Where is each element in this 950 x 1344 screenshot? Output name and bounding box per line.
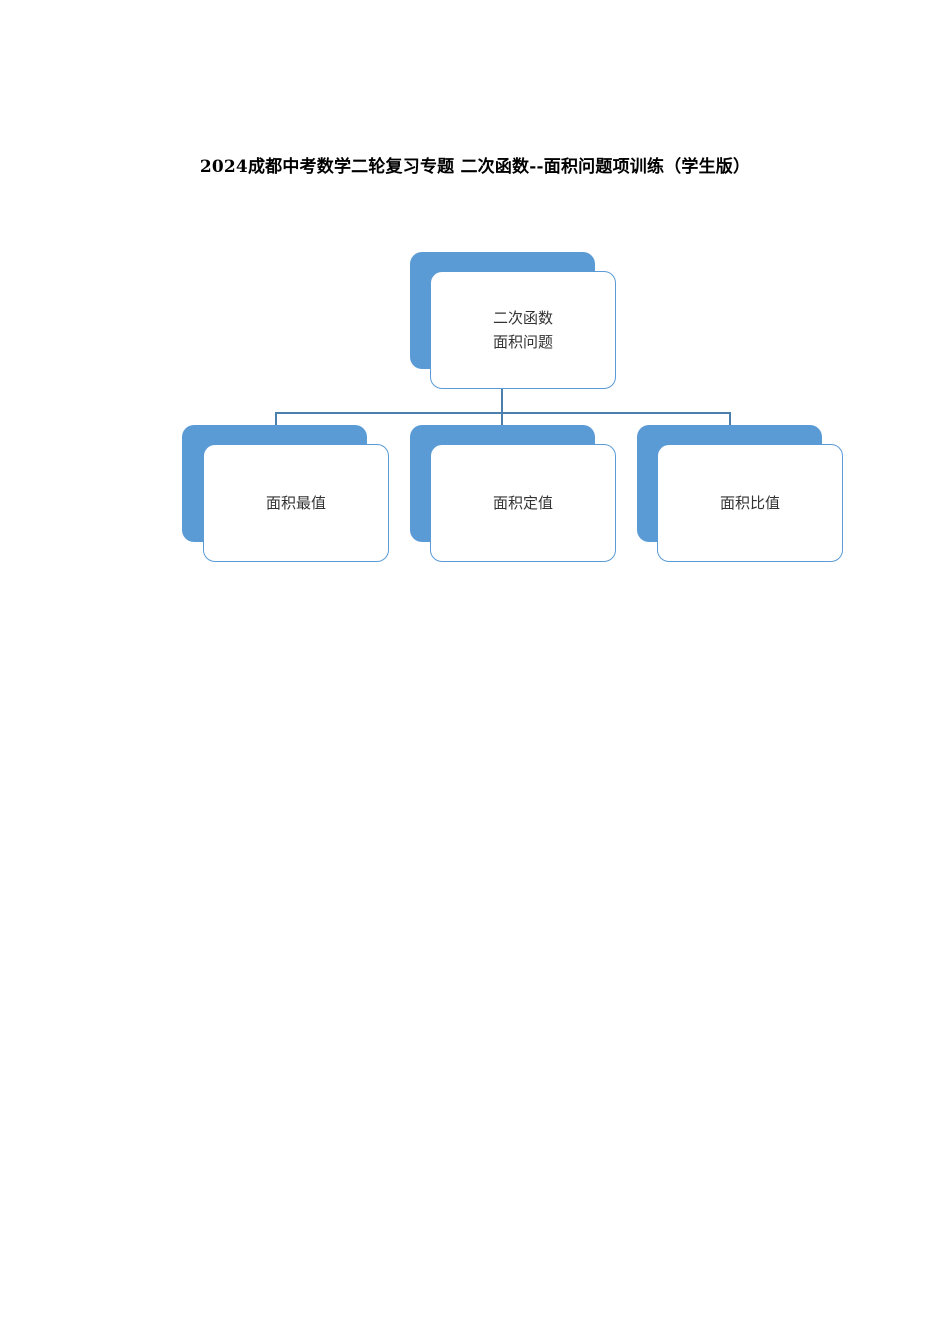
connector-middle-drop xyxy=(501,412,503,425)
child-node-box: 面积最值 xyxy=(203,444,389,562)
root-node-box: 二次函数 面积问题 xyxy=(430,271,616,389)
root-node-line1: 二次函数 xyxy=(492,309,553,327)
connector-root-vertical xyxy=(501,389,503,413)
child-node-label: 面积定值 xyxy=(492,494,553,512)
child-node-box: 面积比值 xyxy=(657,444,843,562)
root-node-line2: 面积问题 xyxy=(492,333,553,351)
child-node-label: 面积最值 xyxy=(265,494,326,512)
connector-horizontal xyxy=(275,412,731,414)
connector-right-drop xyxy=(729,412,731,425)
child-node-label: 面积比值 xyxy=(719,494,780,512)
connector-left-drop xyxy=(275,412,277,425)
document-title: 2024成都中考数学二轮复习专题 二次函数--面积问题项训练（学生版） xyxy=(199,157,751,177)
child-node-box: 面积定值 xyxy=(430,444,616,562)
